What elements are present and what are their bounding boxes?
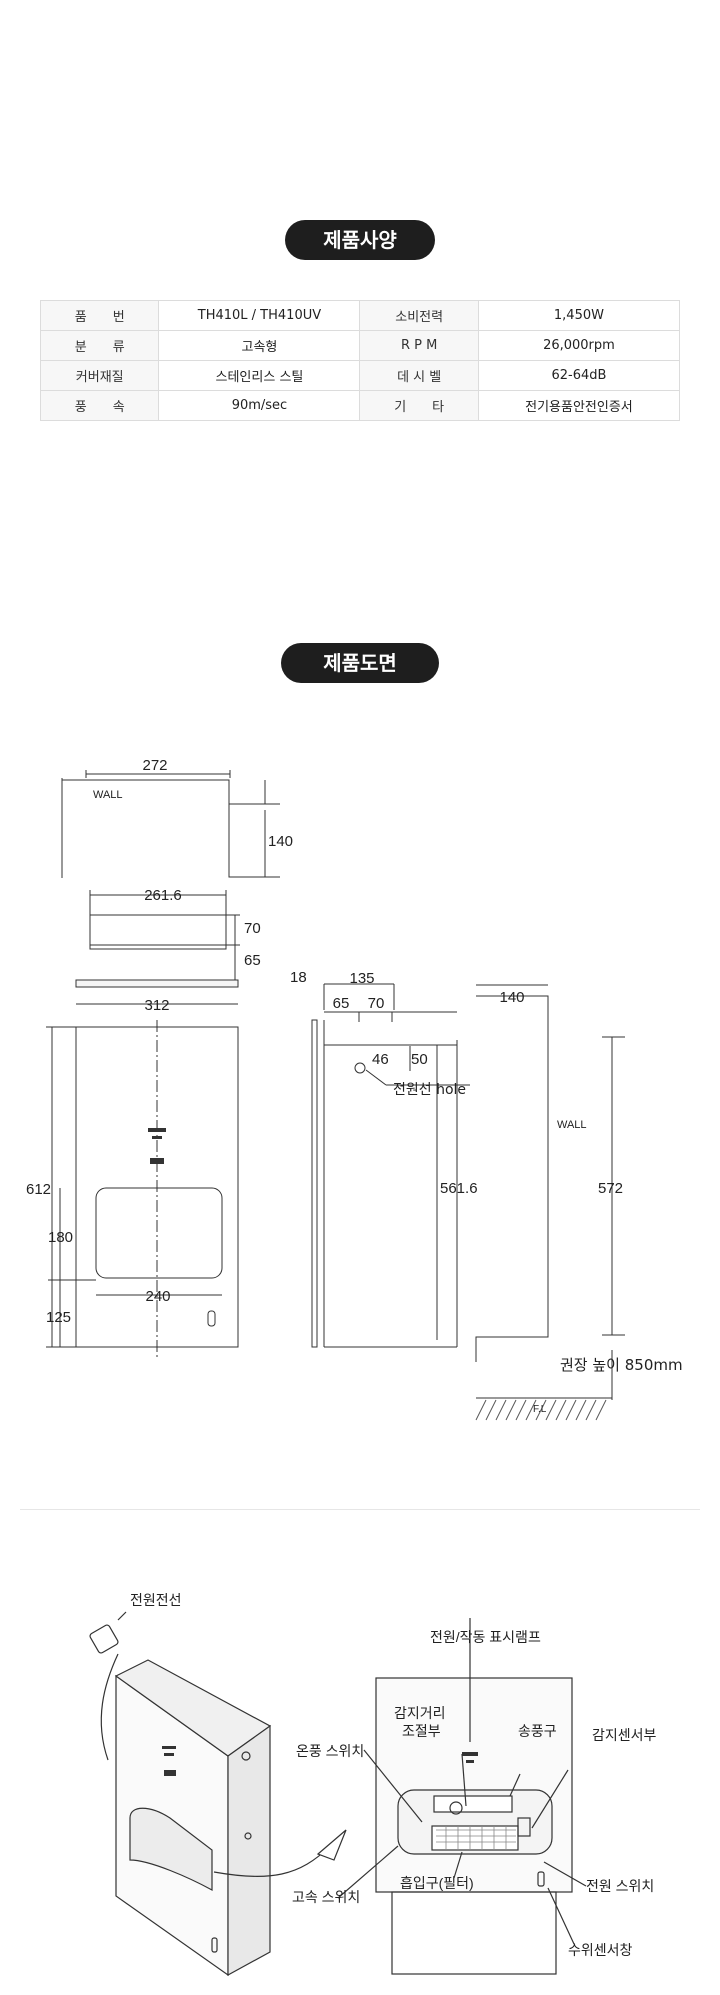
label-outlet: 송풍구 <box>518 1723 557 1739</box>
dim-65: 65 <box>244 952 261 969</box>
dim-hole: 전원선 hole <box>393 1082 466 1098</box>
dim-65b: 65 <box>333 995 350 1012</box>
spec-title: 제품사양 <box>285 220 435 260</box>
label-sensor-adjust-2: 조절부 <box>402 1723 441 1739</box>
dim-125: 125 <box>46 1309 71 1326</box>
section-divider <box>20 1509 700 1510</box>
label-warm-switch: 온풍 스위치 <box>296 1743 364 1759</box>
drawing-title: 제품도면 <box>281 643 439 683</box>
spec-table: 품 번 TH410L / TH410UV 소비전력 1,450W 분 류 고속형… <box>39 300 681 421</box>
spec-value: TH410L / TH410UV <box>158 300 361 331</box>
spec-label: 기 타 <box>359 390 479 421</box>
dim-18: 18 <box>290 969 307 986</box>
dim-272: 272 <box>142 757 167 774</box>
dim-240: 240 <box>145 1288 170 1305</box>
dim-wall2: WALL <box>557 1119 587 1131</box>
dim-46: 46 <box>372 1051 389 1068</box>
dim-recommended: 권장 높이 850mm <box>560 1356 683 1374</box>
label-indicator: 전원/작동 표시램프 <box>430 1629 541 1645</box>
label-water-sensor: 수위센서창 <box>568 1942 633 1958</box>
spec-label: 소비전력 <box>359 300 479 331</box>
label-sensor: 감지센서부 <box>592 1727 657 1743</box>
spec-label: 데 시 벨 <box>359 360 479 391</box>
spec-value: 62-64dB <box>477 360 681 391</box>
spec-label: 커버재질 <box>39 360 160 391</box>
dim-612: 612 <box>26 1181 51 1198</box>
spec-value: 고속형 <box>158 330 361 361</box>
label-intake: 흡입구(필터) <box>400 1875 474 1891</box>
table-row: 분 류 고속형 R P M 26,000rpm <box>39 330 681 361</box>
spec-value: 26,000rpm <box>477 330 681 361</box>
table-row: 풍 속 90m/sec 기 타 전기용품안전인증서 <box>39 390 681 421</box>
dim-fl: F.L <box>533 1404 547 1415</box>
dim-180: 180 <box>48 1229 73 1246</box>
spec-value: 전기용품안전인증서 <box>477 390 681 421</box>
spec-value: 1,450W <box>477 300 681 331</box>
dim-561: 561.6 <box>440 1180 478 1197</box>
label-power-switch: 전원 스위치 <box>586 1878 654 1894</box>
spec-label: 품 번 <box>39 300 160 331</box>
dim-70b: 70 <box>368 995 385 1012</box>
spec-value: 스테인리스 스틸 <box>158 360 361 391</box>
table-row: 커버재질 스테인리스 스틸 데 시 벨 62-64dB <box>39 360 681 391</box>
dim-261: 261.6 <box>144 887 182 904</box>
table-row: 품 번 TH410L / TH410UV 소비전력 1,450W <box>39 300 681 331</box>
spec-label: 분 류 <box>39 330 160 361</box>
parts-illustration: 전원전선 전원/작동 표시램프 감지거리 조절부 송풍구 감지센서부 온풍 스위… <box>89 1592 657 1977</box>
dim-140: 140 <box>268 833 293 850</box>
dim-135: 135 <box>349 970 374 987</box>
dim-572: 572 <box>598 1180 623 1197</box>
label-high-switch: 고속 스위치 <box>292 1889 360 1905</box>
spec-label: 풍 속 <box>39 390 160 421</box>
label-sensor-adjust-1: 감지거리 <box>394 1705 446 1721</box>
technical-drawing: 272 WALL 140 261.6 70 65 312 18 135 65 7… <box>26 757 683 1421</box>
spec-label: R P M <box>359 330 479 361</box>
dim-70: 70 <box>244 920 261 937</box>
dim-50: 50 <box>411 1051 428 1068</box>
spec-value: 90m/sec <box>158 390 361 421</box>
dim-wall: WALL <box>93 789 123 801</box>
label-power-cord: 전원전선 <box>130 1592 182 1608</box>
dim-140b: 140 <box>499 989 524 1006</box>
dim-312: 312 <box>144 997 169 1014</box>
